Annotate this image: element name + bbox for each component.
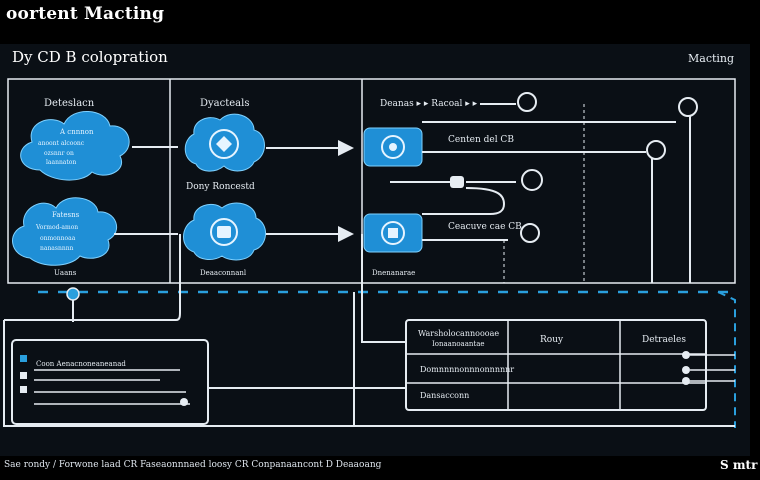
corner-label: Macting: [688, 52, 735, 65]
source-connectors: [114, 146, 178, 235]
footer-text: Sae rondy / Forwone laad CR Faseaonnnaed…: [4, 460, 382, 470]
page-title: oortent Macting: [6, 4, 165, 24]
dashed-guides: [503, 104, 585, 283]
source-bottom-label: Uaans: [54, 269, 77, 277]
process-middle-label: Dony Roncestd: [186, 182, 255, 192]
left-form-box: [11, 339, 209, 425]
target-center-label-2: Ceacuve cae CB: [448, 222, 522, 232]
cloud-top-line-2: anoont alcoonc: [38, 140, 85, 147]
diagram-subtitle: Dy CD B colopration: [12, 48, 168, 66]
target-routing-lines: [390, 103, 691, 283]
process-heading: Dyacteals: [200, 98, 249, 109]
cloud-node-bottom[interactable]: Fatesns Vormod-amon onmonnoaa nanasnnnn: [12, 197, 118, 266]
table-header-col-2: Rouy: [540, 335, 564, 345]
table-row-2: Dansacconn: [420, 391, 469, 400]
source-heading: Deteslacn: [44, 98, 95, 109]
data-table: [405, 319, 735, 411]
table-header-sub: Ionaanoaantae: [432, 340, 485, 348]
form-title: Coon Aenacnoneaneanad: [36, 360, 126, 368]
cloud-bottom-line-1: Fatesns: [52, 211, 80, 219]
process-node-top[interactable]: [184, 113, 265, 172]
data-bus-return: [717, 291, 736, 428]
table-header-col-3: Detraeles: [642, 335, 686, 345]
process-node-bottom[interactable]: [183, 202, 266, 261]
table-header-col-1: Warsholocannoooae: [418, 329, 499, 338]
cloud-top-line-4: laannaton: [46, 159, 76, 166]
bus-node[interactable]: [66, 287, 80, 301]
cloud-bottom-line-3: onmonnoaa: [40, 235, 76, 242]
target-center-label-1: Centen del CB: [448, 135, 514, 145]
cloud-top-line-1: A cnnnon: [59, 128, 94, 136]
target-node-bottom[interactable]: [363, 213, 423, 253]
port-connectors[interactable]: [450, 92, 698, 243]
lower-connectors: [3, 234, 735, 427]
process-arrows: [266, 140, 354, 242]
cloud-node-top[interactable]: A cnnnon anoont alcoonc ozsnnr on laanna…: [20, 111, 130, 181]
cloud-top-line-3: ozsnnr on: [44, 150, 74, 157]
target-bottom-label: Dnenanarae: [372, 269, 415, 277]
cloud-bottom-line-4: nanasnnnn: [40, 245, 74, 252]
cloud-bottom-line-2: Vormod-amon: [35, 224, 78, 231]
process-bottom-label: Deaaconnanl: [200, 269, 247, 277]
target-top-label: Deanas ▸ ▸ Racoal ▸ ▸: [380, 99, 478, 109]
footer-brand: S mtr: [720, 458, 758, 472]
table-row-1: Domnnnnonnnonnnnnr: [420, 365, 514, 374]
target-node-top[interactable]: [363, 127, 423, 167]
